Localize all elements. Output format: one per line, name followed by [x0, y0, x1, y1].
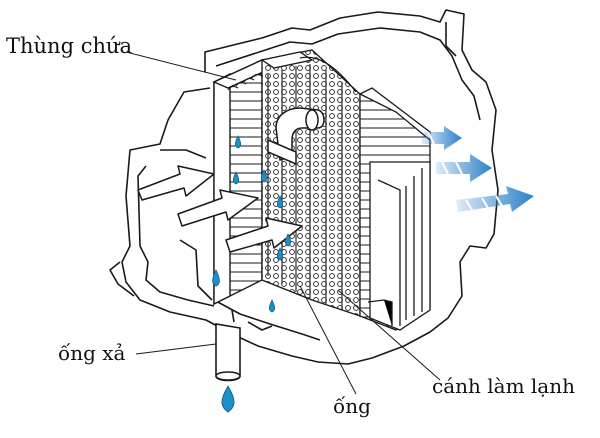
cooling-fins [359, 87, 431, 331]
cool-air-arrow-icon [422, 126, 534, 212]
airflow-arrow-icon [137, 165, 303, 253]
evaporator-core [260, 49, 361, 317]
label-cooling-fins: cánh làm lạnh [432, 374, 575, 398]
drain-pipe [215, 323, 241, 382]
inlet-pipe [267, 107, 325, 166]
housing [109, 9, 499, 365]
leader-lines [125, 51, 441, 395]
label-tube: ống [333, 394, 371, 418]
label-drain-pipe: ống xả [58, 341, 126, 365]
water-drop-icon [212, 135, 292, 413]
label-receiver-tank: Thùng chứa [6, 34, 133, 58]
